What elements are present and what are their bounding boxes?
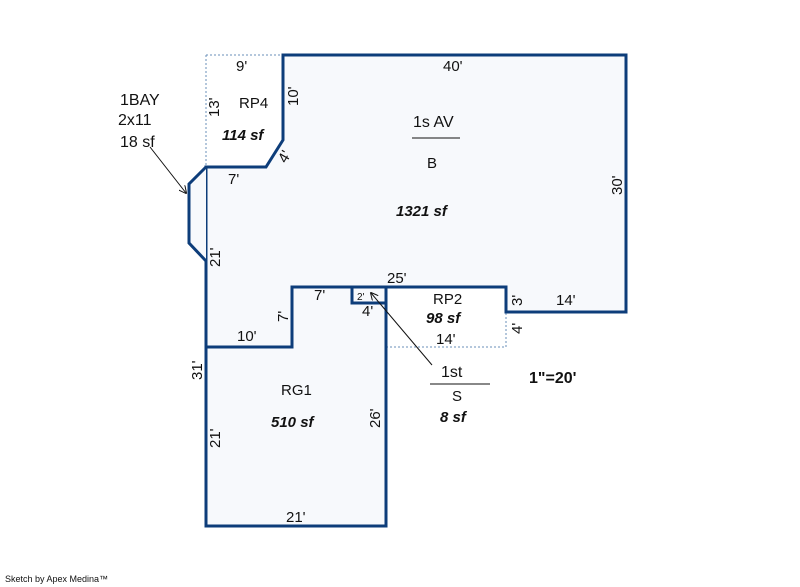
dim-7-mid: 7' [314,287,325,304]
main-area-label: 1321 sf [396,203,449,220]
main-code-label: 1s AV [413,114,454,131]
dim-7-left: 7' [228,171,239,188]
dim-10-top: 10' [285,86,302,106]
rg1-area-label: 510 sf [271,414,316,431]
rp2-area-label: 98 sf [426,310,462,327]
dim-4-rp2: 4' [509,323,526,334]
bay-leader-arrow [149,146,186,193]
scale-label: 1"=20' [529,370,576,387]
stoop-letter-label: S [452,388,462,405]
dim-13: 13' [206,97,223,117]
bay-area-label: 18 sf [120,134,155,151]
dim-14-right: 14' [556,292,576,309]
dim-2: 2' [357,292,365,303]
credit-label: Sketch by Apex Medina™ [5,574,108,584]
bay-size-label: 2x11 [118,112,152,129]
rp4-name-label: RP4 [239,95,268,112]
dim-30: 30' [609,175,626,195]
dim-9: 9' [236,58,247,75]
dim-14-bottom: 14' [436,331,456,348]
rp2-name-label: RP2 [433,291,462,308]
dim-21-left: 21' [207,247,224,267]
bay-window-outline [187,165,208,263]
dim-3: 3' [509,295,526,306]
dim-25: 25' [387,270,407,287]
stoop-code-label: 1st [441,364,463,381]
dim-40: 40' [443,58,463,75]
dim-7-vert: 7' [275,311,292,322]
stoop-leader-arrow [371,293,433,366]
main-letter-label: B [427,155,437,172]
rp4-area-label: 114 sf [222,127,265,144]
rg1-name-label: RG1 [281,382,312,399]
garage-outline [204,285,388,528]
dim-21-garage-bottom: 21' [286,509,306,526]
dim-26: 26' [367,408,384,428]
dim-10-garage: 10' [237,328,257,345]
dim-31: 31' [189,360,206,380]
rp2-porch-outline [386,312,507,348]
stoop-area-label: 8 sf [440,409,468,426]
dim-21-garage-left: 21' [207,428,224,448]
dim-4-stoop: 4' [362,303,373,320]
stoop-outline [350,287,386,305]
rp4-porch-outline [205,54,283,167]
bay-name-label: 1BAY [120,92,160,109]
